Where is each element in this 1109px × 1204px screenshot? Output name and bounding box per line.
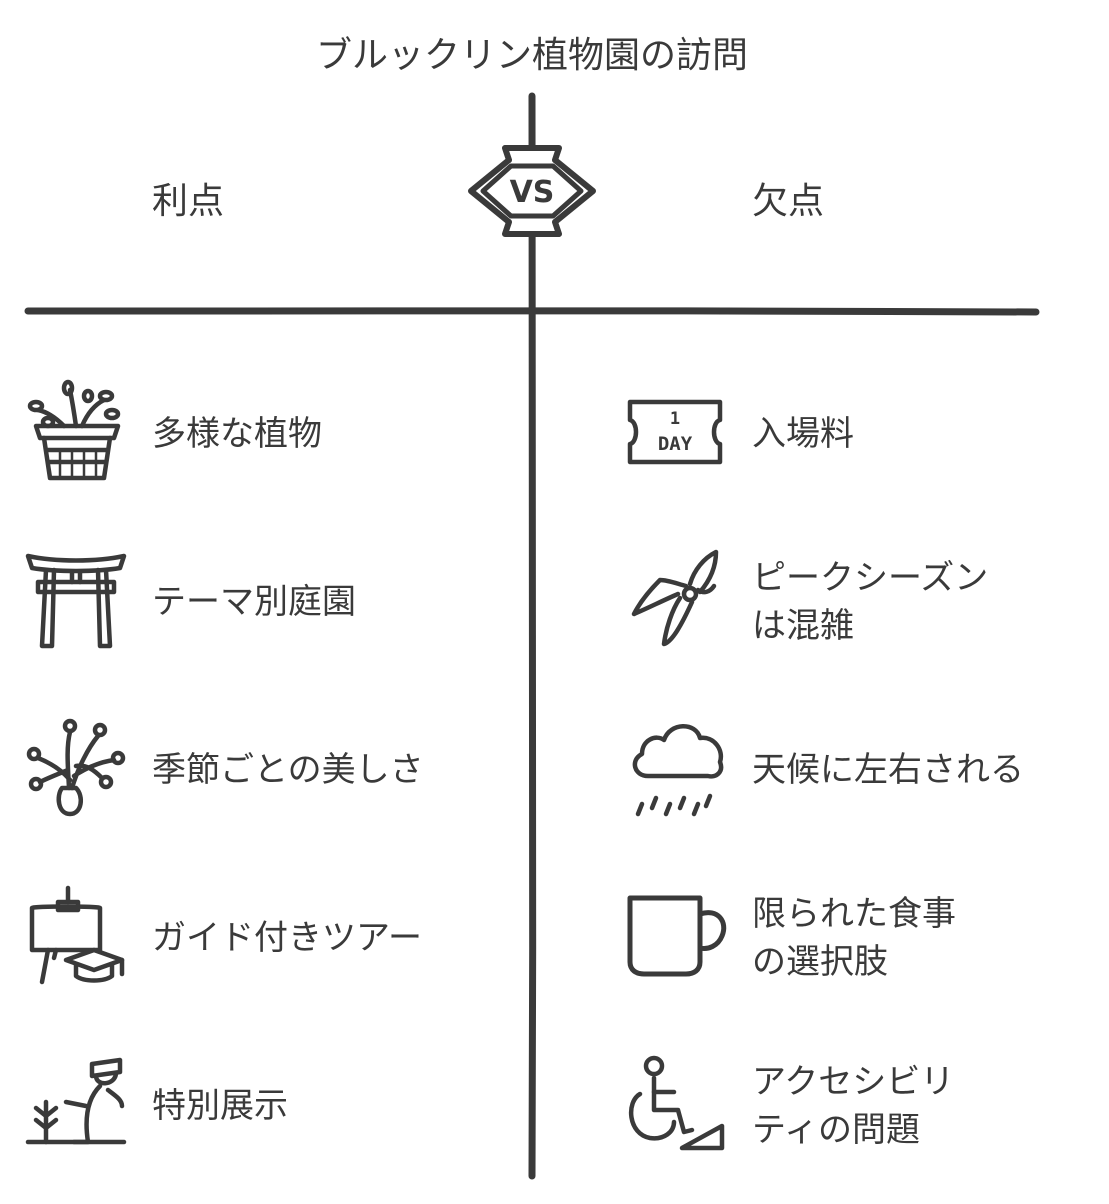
- cons-item-label-line2: ティの問題: [752, 1110, 920, 1150]
- flower-vase-icon: [26, 718, 126, 822]
- cons-item-label: 天候に左右される: [752, 750, 1024, 790]
- pros-item-label: ガイド付きツアー: [152, 918, 422, 958]
- pros-item-label: 多様な植物: [152, 414, 322, 454]
- pros-item-label: 季節ごとの美しさ: [152, 750, 424, 790]
- day-ticket-icon: 1 DAY: [626, 398, 724, 472]
- cons-item-label: ピークシーズン は混雑: [752, 554, 988, 650]
- pros-heading: 利点: [152, 181, 225, 222]
- rain-cloud-icon: [626, 718, 726, 822]
- cons-item-label-line1: アクセシビリ: [752, 1062, 955, 1102]
- pruning-shears-icon: [630, 549, 722, 652]
- torii-gate-icon: [25, 548, 127, 652]
- vertical-divider: [528, 92, 537, 1180]
- cons-item-label: 限られた食事 の選択肢: [752, 890, 956, 986]
- cons-item-label-line2: の選択肢: [752, 942, 888, 982]
- cons-heading: 欠点: [752, 181, 825, 222]
- horizontal-divider: [24, 307, 1040, 316]
- vs-label: VS: [510, 175, 555, 210]
- mug-icon: [626, 892, 727, 982]
- cons-item-label: 入場料: [752, 414, 854, 454]
- cons-item-label-line1: ピークシーズン: [752, 558, 989, 598]
- ticket-day-text: DAY: [658, 433, 693, 455]
- presentation-board-icon: [26, 885, 126, 990]
- plant-basket-icon: [26, 379, 126, 486]
- page-title: ブルックリン植物園の訪問: [315, 35, 748, 76]
- pros-item-label: テーマ別庭園: [152, 582, 356, 622]
- cons-item-label: アクセシビリ ティの問題: [752, 1058, 954, 1154]
- gardener-icon: [25, 1056, 127, 1160]
- ticket-day-number: 1: [670, 409, 680, 429]
- wheelchair-ramp-icon: [626, 1054, 726, 1158]
- pros-item-label: 特別展示: [152, 1086, 288, 1126]
- vs-badge: VS: [468, 145, 596, 237]
- cons-item-label-line1: 限られた食事: [752, 894, 956, 934]
- cons-item-label-line2: は混雑: [752, 606, 854, 646]
